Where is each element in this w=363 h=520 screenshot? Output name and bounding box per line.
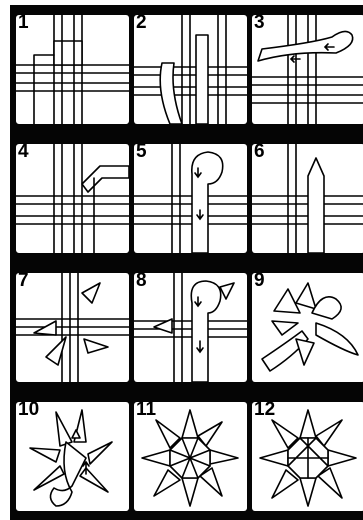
step-panel-8: 8 — [134, 273, 247, 382]
step-number: 1 — [18, 15, 29, 34]
step-panel-10: 10 — [16, 402, 129, 511]
fold-corner-icon — [16, 144, 129, 253]
step-number: 9 — [254, 273, 265, 292]
instruction-grid: 1 2 3 4 — [10, 5, 363, 520]
fold-points-icon — [252, 273, 363, 382]
step-panel-6: 6 — [252, 144, 363, 253]
step-panel-12: 12 — [252, 402, 363, 511]
step-panel-2: 2 — [134, 15, 247, 124]
tuck-strip-icon — [134, 144, 247, 253]
step-panel-9: 9 — [252, 273, 363, 382]
step-panel-3: 3 — [252, 15, 363, 124]
step-panel-5: 5 — [134, 144, 247, 253]
step-panel-4: 4 — [16, 144, 129, 253]
step-number: 8 — [136, 273, 147, 292]
fold-strip-icon — [252, 15, 363, 124]
step-number: 10 — [18, 402, 39, 421]
step-number: 7 — [18, 273, 29, 292]
step-panel-1: 1 — [16, 15, 129, 124]
weave-start-icon — [16, 15, 129, 124]
curl-points-icon — [134, 273, 247, 382]
points-begin-icon — [16, 273, 129, 382]
step-number: 12 — [254, 402, 275, 421]
step-number: 2 — [136, 15, 147, 34]
step-number: 3 — [254, 15, 265, 34]
step-number: 5 — [136, 144, 147, 163]
step-number: 6 — [254, 144, 265, 163]
step-number: 11 — [136, 402, 156, 421]
weave-strips-icon — [134, 15, 247, 124]
square-base-icon — [252, 144, 363, 253]
step-number: 4 — [18, 144, 29, 163]
step-panel-7: 7 — [16, 273, 129, 382]
step-panel-11: 11 — [134, 402, 247, 511]
